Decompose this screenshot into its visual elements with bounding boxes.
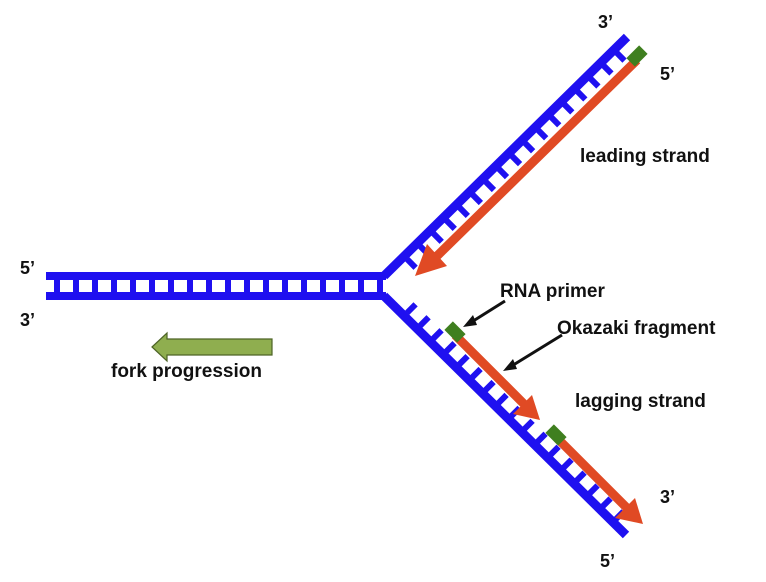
base-pair-rung: [509, 153, 523, 167]
leading-template-3prime-label: 3’: [598, 12, 613, 32]
base-pair-rung: [574, 88, 588, 102]
base-pair-rung: [149, 280, 155, 292]
leading-new-strand: [433, 56, 641, 260]
base-pair-rung: [482, 379, 496, 393]
base-pair-rung: [377, 280, 383, 292]
base-pair-rung: [586, 483, 600, 497]
rna-primer-pointer: [469, 299, 506, 325]
base-pair-rung: [73, 280, 79, 292]
fork-progression-arrow: [151, 331, 273, 363]
leading-template-strand: [380, 33, 631, 280]
parental-top-strand: [46, 272, 386, 280]
base-pair-rung: [613, 49, 627, 63]
base-pair-rung: [244, 280, 250, 292]
lagging-template-5prime-label: 5’: [600, 551, 615, 571]
parental-duplex: [46, 272, 386, 300]
base-pair-rung: [54, 280, 60, 292]
pointer-arrows: [463, 299, 563, 371]
base-pair-rung: [457, 205, 470, 219]
lagging-template-strand: [380, 292, 630, 539]
base-pair-rung: [168, 280, 174, 292]
base-pair-rung: [521, 418, 535, 432]
base-pair-rung: [535, 127, 549, 141]
leading-rna-primer: [626, 45, 648, 67]
base-pair-rung: [358, 280, 364, 292]
base-pair-rung: [561, 101, 575, 115]
leading-arm: [380, 33, 648, 280]
base-pair-rung: [573, 470, 587, 484]
base-pair-rung: [444, 218, 457, 231]
base-pair-rung: [339, 280, 345, 292]
base-pair-rung: [600, 62, 614, 76]
rna-primer-2: [545, 424, 567, 446]
parent-bottom-3prime-label: 3’: [20, 310, 35, 330]
base-pair-rung: [405, 257, 418, 270]
base-pair-rung: [495, 392, 509, 406]
base-pair-rung: [130, 280, 136, 292]
parent-top-5prime-label: 5’: [20, 258, 35, 278]
okazaki-fragment-2: [553, 434, 634, 515]
base-pair-rung: [404, 302, 418, 315]
base-pair-rung: [548, 114, 562, 128]
leading-new-5prime-label: 5’: [660, 64, 675, 84]
leading-strand-arrowhead: [415, 244, 447, 276]
lagging-arm: [380, 292, 643, 539]
base-pair-rungs: [54, 280, 383, 292]
base-pair-rung: [522, 140, 536, 154]
leading-strand-label: leading strand: [580, 146, 710, 167]
base-pair-rung: [469, 366, 483, 380]
rna-primer-1: [444, 321, 466, 343]
rna-primer-pointer-head: [463, 315, 477, 327]
base-pair-rung: [417, 315, 431, 328]
base-pair-rung: [443, 341, 457, 354]
base-pair-rung: [534, 431, 548, 445]
base-pair-rung: [92, 280, 98, 292]
base-pair-rungs: [405, 49, 627, 270]
base-pair-rung: [320, 280, 326, 292]
base-pair-rung: [282, 280, 288, 292]
fork-progression-label: fork progression: [111, 361, 262, 382]
base-pair-rung: [187, 280, 193, 292]
base-pair-rung: [496, 166, 510, 180]
base-pair-rung: [263, 280, 269, 292]
okazaki-fragment-label: Okazaki fragment: [557, 318, 716, 339]
lagging-strand-label: lagging strand: [575, 391, 706, 412]
base-pair-rung: [431, 231, 444, 244]
fork-direction-arrow-icon: [151, 331, 273, 363]
rna-primer-label: RNA primer: [500, 281, 605, 302]
base-pair-rung: [430, 328, 444, 341]
base-pair-rung: [456, 353, 470, 367]
base-pair-rung: [206, 280, 212, 292]
base-pair-rung: [483, 179, 497, 193]
okazaki-pointer-head: [503, 359, 517, 371]
base-pair-rung: [111, 280, 117, 292]
base-pair-rung: [301, 280, 307, 292]
parental-bottom-strand: [46, 292, 386, 300]
okazaki-fragment-1-arrowhead: [513, 395, 540, 420]
okazaki-fragment-1: [451, 331, 529, 409]
lagging-new-3prime-label: 3’: [660, 487, 675, 507]
base-pair-rung: [560, 457, 574, 471]
okazaki-fragment-2-arrowhead: [615, 498, 643, 524]
base-pair-rung: [225, 280, 231, 292]
base-pair-rung: [587, 75, 601, 89]
base-pair-rung: [599, 496, 613, 510]
okazaki-pointer: [509, 333, 563, 369]
base-pair-rung: [547, 444, 561, 458]
base-pair-rung: [470, 192, 484, 206]
